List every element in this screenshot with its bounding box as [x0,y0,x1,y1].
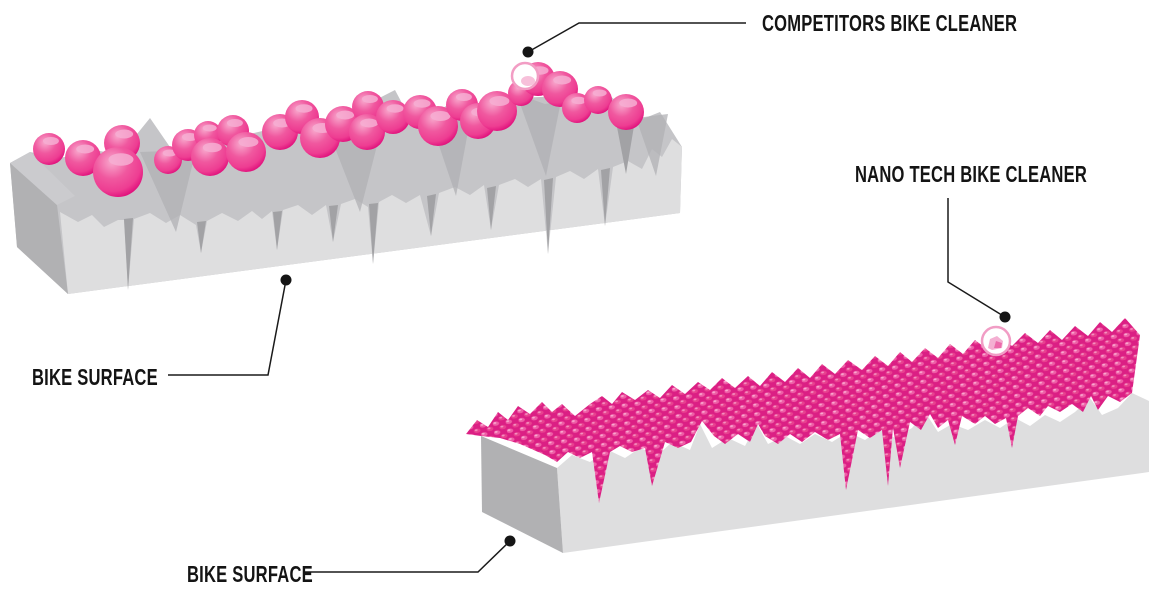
crevice-spikes [124,126,634,290]
droplet [584,86,612,114]
competitors-surface-block [10,61,682,294]
callout-dot [504,535,516,547]
callout-line-surface-top [168,279,287,376]
droplet [93,147,143,197]
bike-surface-label-top: BIKE SURFACE [32,364,158,390]
droplet [608,94,644,130]
callout-dot [522,46,534,58]
bike-surface-label-bottom: BIKE SURFACE [187,561,313,587]
highlighted-particle-circle [980,325,1012,357]
highlighted-droplet-circle [510,61,540,91]
surface-side-bevel [10,152,75,205]
surface-side-face [481,436,563,553]
nano-coat [466,318,1140,503]
surface-side-face [10,163,68,294]
droplet [33,133,65,165]
competitors-cleaner-label: COMPETITORS BIKE CLEANER [762,10,1018,36]
surface-front-face [557,393,1149,553]
droplet [226,132,266,172]
nano-surface-block [466,318,1149,553]
nano-tech-cleaner-label: NANO TECH BIKE CLEANER [855,161,1088,187]
callout-dot [280,274,292,286]
callout-dots [280,46,1011,547]
callout-line-competitors [527,22,746,53]
callout-dot [999,311,1011,323]
callout-line-nano [947,198,1006,318]
surface-front-face [60,139,682,294]
callout-leaders [168,22,1006,573]
callout-line-surface-bottom [303,540,511,573]
